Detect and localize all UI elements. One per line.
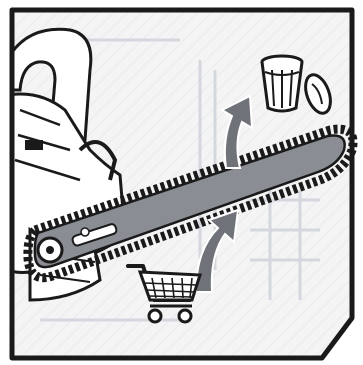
instruction-panel [0, 0, 363, 365]
instruction-illustration [0, 0, 363, 365]
